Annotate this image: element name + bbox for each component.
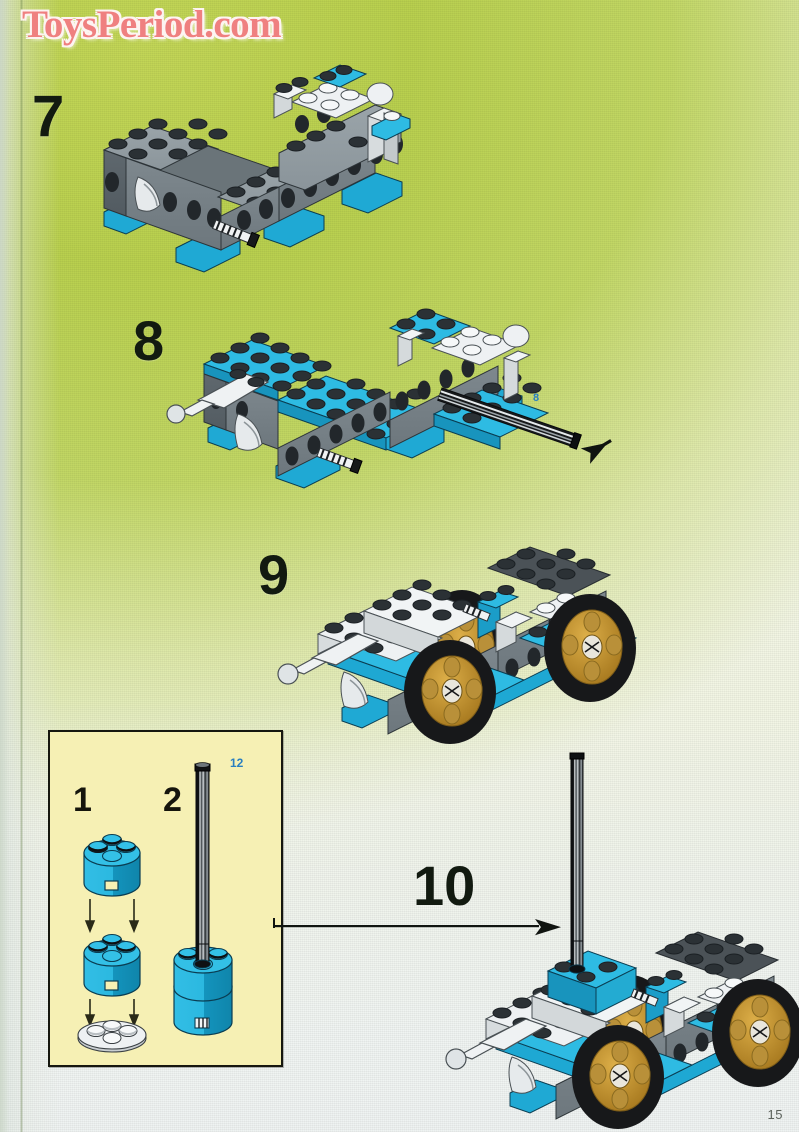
inset-part-label-12: 12 <box>230 756 244 770</box>
substep-number-2: 2 <box>163 781 182 819</box>
page-edge-shadow <box>0 0 9 1132</box>
step-number-7: 7 <box>32 84 65 149</box>
page-spine-crease <box>20 0 23 1132</box>
inset-to-step10-arrow <box>273 918 563 936</box>
step-8-model <box>166 296 610 489</box>
step-9-model <box>277 540 662 745</box>
step-number-9: 9 <box>258 543 290 606</box>
step-number-10: 10 <box>413 854 476 917</box>
substep-1-exploded-stack <box>64 833 184 1053</box>
step-10-model <box>430 745 799 1129</box>
sub-assembly-inset-panel: 1 2 12 <box>48 730 283 1067</box>
watermark-toysperiod: ToysPeriod.com <box>22 3 282 46</box>
step-number-8: 8 <box>133 309 165 372</box>
step-8-insert-arrow <box>571 431 617 470</box>
substep-2-assembled-antenna <box>168 760 268 1050</box>
step-8-part-label: 8 <box>533 392 540 404</box>
step-7-model <box>96 64 416 273</box>
substep-number-1: 1 <box>73 781 92 819</box>
page-number: 15 <box>767 1107 783 1122</box>
